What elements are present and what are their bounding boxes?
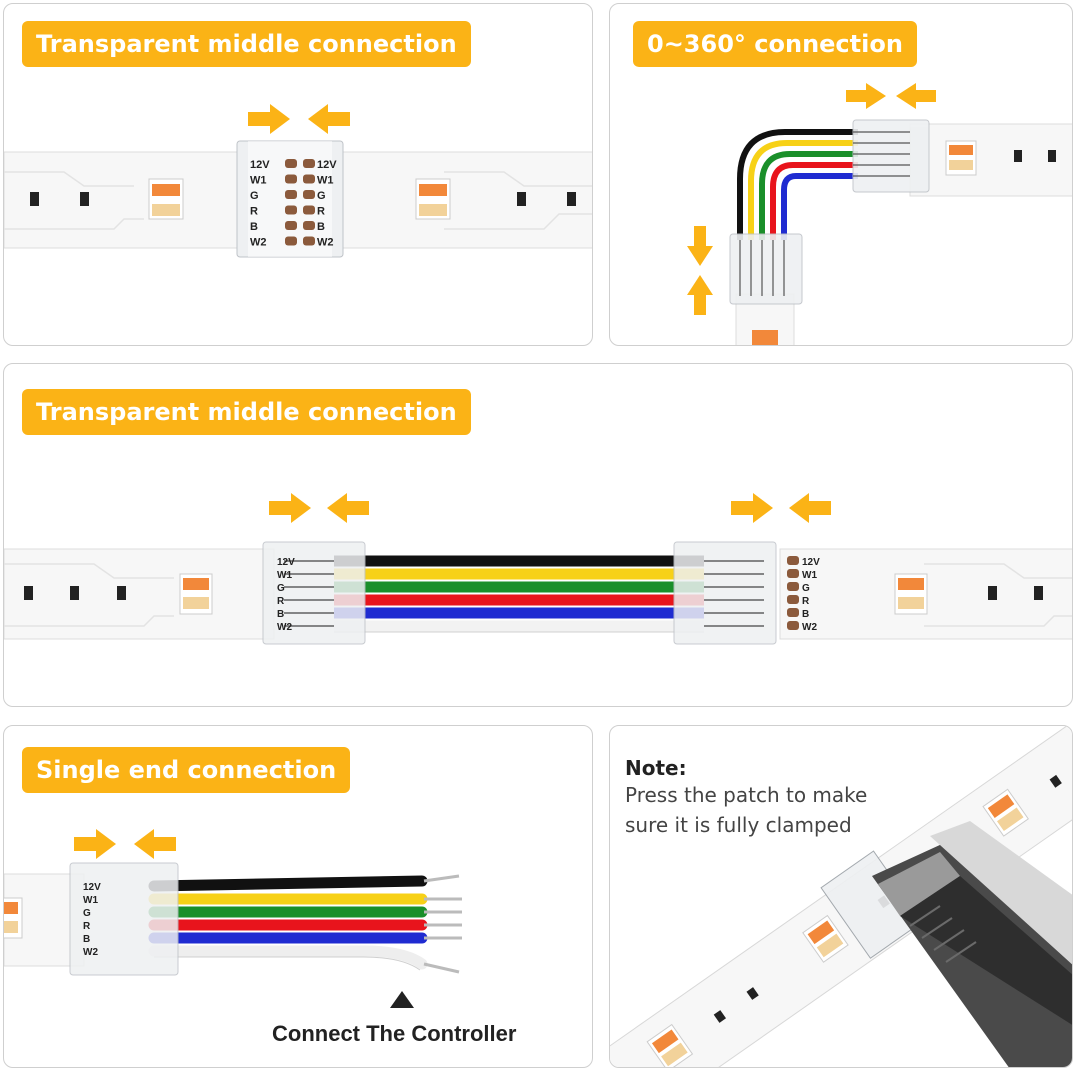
note-block: Note: Press the patch to make sure it is… [625, 756, 867, 840]
pin-label: W2 [250, 237, 267, 249]
contact-pin [787, 595, 799, 604]
transparent-connector [852, 119, 930, 193]
pin-label: W2 [83, 947, 98, 958]
contact-pin [303, 236, 315, 246]
panel-title: Single end connection [22, 747, 351, 793]
contact-pin [303, 205, 315, 215]
pin-label: W1 [802, 570, 817, 581]
wire-bundle [737, 129, 858, 240]
pin-label: 12V [277, 557, 295, 568]
panel-top-left: Transparent middle connection 12V 12V W1 W1… [3, 3, 593, 346]
pin-label: 12V [83, 882, 101, 893]
contact-pin [787, 582, 799, 591]
pin-label: B [317, 221, 325, 233]
arrow-up-icon [687, 275, 713, 315]
note-line: Press the patch to make [625, 783, 868, 807]
wire-bundle [148, 875, 428, 970]
panel-middle: Transparent middle connection [3, 363, 1073, 707]
pin-label: R [277, 596, 285, 607]
contact-pin [787, 621, 799, 630]
contact-pin [787, 556, 799, 565]
pin-label: W1 [277, 570, 292, 581]
corner-connector-illustration [687, 83, 1072, 345]
contact-pin [285, 174, 297, 184]
transparent-connector [673, 541, 777, 645]
pin-label: G [317, 190, 326, 202]
pin-label: B [802, 609, 809, 620]
arrow-left-icon [308, 104, 350, 134]
note-title: Note: [625, 756, 687, 780]
smd-chip [30, 192, 576, 206]
transparent-connector [729, 233, 803, 305]
transparent-connector [69, 862, 179, 976]
pliers-tool [872, 821, 1072, 1067]
arrow-left-icon [327, 493, 369, 523]
transparent-connector [262, 541, 366, 645]
contact-pin [285, 236, 297, 246]
triangle-up-icon [390, 991, 414, 1008]
contact-pin [787, 608, 799, 617]
pin-label: 12V [250, 159, 270, 171]
pin-label: R [250, 206, 258, 218]
pin-label: 12V [317, 159, 337, 171]
contact-pin [285, 205, 297, 215]
arrow-left-icon [134, 829, 176, 859]
pin-label: G [250, 190, 259, 202]
contact-pin [285, 159, 297, 168]
connect-controller-caption: Connect The Controller [272, 1021, 517, 1046]
pin-label: R [83, 921, 91, 932]
arrow-right-icon [74, 829, 116, 859]
pin-label: B [83, 934, 90, 945]
arrow-left-icon [789, 493, 831, 523]
pin-label: G [277, 583, 285, 594]
pin-label: G [802, 583, 810, 594]
contact-pin [303, 190, 315, 199]
arrow-left-icon [896, 83, 936, 109]
pin-label: W1 [317, 175, 334, 187]
led-strip [909, 123, 1072, 197]
pin-label: R [802, 596, 810, 607]
arrow-right-icon [731, 493, 773, 523]
pin-label: W1 [83, 895, 98, 906]
clamp-pliers-illustration [610, 726, 1072, 1067]
arrow-down-icon [687, 226, 713, 266]
pin-label: W2 [802, 622, 817, 633]
pin-label: 12V [802, 557, 820, 568]
contact-pin [303, 159, 315, 168]
wire-bundle [334, 555, 704, 632]
note-line: sure it is fully clamped [625, 813, 852, 837]
pin-label: W2 [277, 622, 292, 633]
pin-label: B [250, 221, 258, 233]
panel-bottom-right: Note: Press the patch to make sure it is… [609, 725, 1073, 1068]
contact-pin [285, 221, 297, 230]
panel-top-right: 0~360° connection [609, 3, 1073, 346]
pin-label: B [277, 609, 284, 620]
panel-title: Transparent middle connection [22, 389, 471, 435]
contact-pin [303, 174, 315, 184]
arrow-right-icon [269, 493, 311, 523]
contact-pin [285, 190, 297, 199]
pin-label: W1 [250, 175, 267, 187]
arrow-right-icon [846, 83, 886, 109]
arrow-right-icon [248, 104, 290, 134]
led-chip [148, 178, 451, 220]
contact-pin [303, 221, 315, 230]
pin-label: R [317, 206, 325, 218]
panel-title: Transparent middle connection [22, 21, 471, 67]
contact-pin [787, 569, 799, 578]
panel-title: 0~360° connection [633, 21, 917, 67]
pin-label: W2 [317, 237, 334, 249]
pin-label: G [83, 908, 91, 919]
